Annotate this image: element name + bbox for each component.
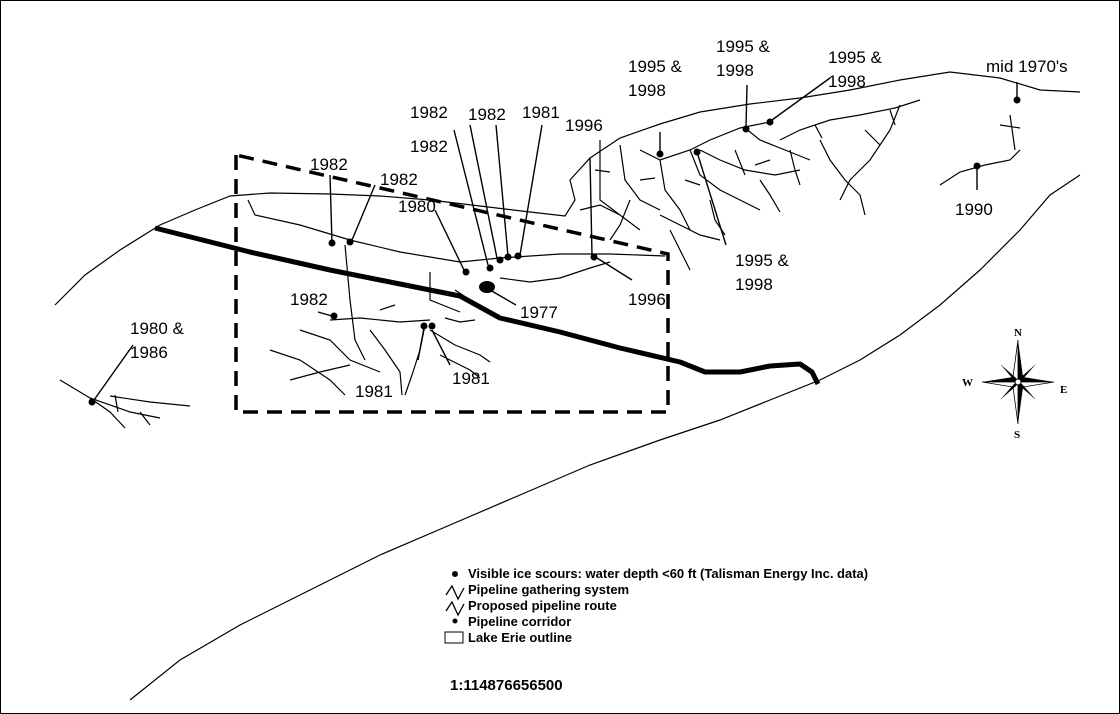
label-1995-1998: 1995 & 1998 <box>716 37 775 80</box>
label-1996: 1996 <box>565 116 603 135</box>
label-1995-1998: 1995 & 1998 <box>735 251 794 294</box>
map-legend: Visible ice scours: water depth <60 ft (… <box>444 566 868 645</box>
scour-year-labels: 1982 1982 1980 1982 1982 1982 1981 1996 … <box>130 37 1068 401</box>
legend-item-pipeline-corridor: Pipeline corridor <box>468 614 571 629</box>
compass-rose: N S W E <box>962 327 1067 441</box>
label-1990: 1990 <box>955 200 993 219</box>
legend-item-gathering-system: Pipeline gathering system <box>468 582 629 597</box>
label-1995-1998: 1995 & 1998 <box>628 57 687 100</box>
study-area-box <box>234 153 670 414</box>
label-leader-lines <box>93 77 1018 401</box>
label-1980: 1980 <box>398 197 436 216</box>
legend-dot-icon <box>452 571 458 577</box>
east-shore <box>939 149 1021 186</box>
legend-dot-icon <box>452 618 458 624</box>
legend-item-ice-scours: Visible ice scours: water depth <60 ft (… <box>468 566 868 581</box>
label-1982: 1982 <box>290 290 328 309</box>
compass-east-label: E <box>1060 384 1067 396</box>
north-shoreline <box>54 71 1081 306</box>
map-scale: 1:114876656500 <box>450 677 563 694</box>
proposed-pipeline-route <box>154 225 821 386</box>
north-shore-channel <box>247 199 666 263</box>
legend-zigzag-icon <box>445 600 465 617</box>
label-mid-1970s: mid 1970's <box>986 57 1068 76</box>
label-1977: 1977 <box>520 303 558 322</box>
compass-north-label: N <box>1014 327 1022 339</box>
label-1982: 1982 <box>310 155 348 174</box>
label-1982: 1982 <box>410 103 448 122</box>
pipeline-gathering-system <box>59 99 1021 429</box>
label-1980-1986: 1980 & 1986 <box>130 319 189 362</box>
label-1996: 1996 <box>628 290 666 309</box>
label-1982: 1982 <box>468 105 506 124</box>
legend-zigzag-icon <box>445 584 465 601</box>
legend-item-proposed-route: Proposed pipeline route <box>468 598 617 613</box>
compass-south-label: S <box>1014 429 1020 441</box>
label-1995-1998: 1995 & 1998 <box>828 48 887 91</box>
label-1981: 1981 <box>522 103 560 122</box>
legend-item-lake-outline: Lake Erie outline <box>468 630 572 645</box>
compass-west-label: W <box>962 377 973 389</box>
label-1982: 1982 <box>410 137 448 156</box>
legend-box-icon <box>444 631 464 644</box>
label-1981: 1981 <box>355 382 393 401</box>
label-1982: 1982 <box>380 170 418 189</box>
south-shoreline <box>129 174 1081 701</box>
label-1981: 1981 <box>452 369 490 388</box>
ice-scour-points <box>88 96 1021 406</box>
